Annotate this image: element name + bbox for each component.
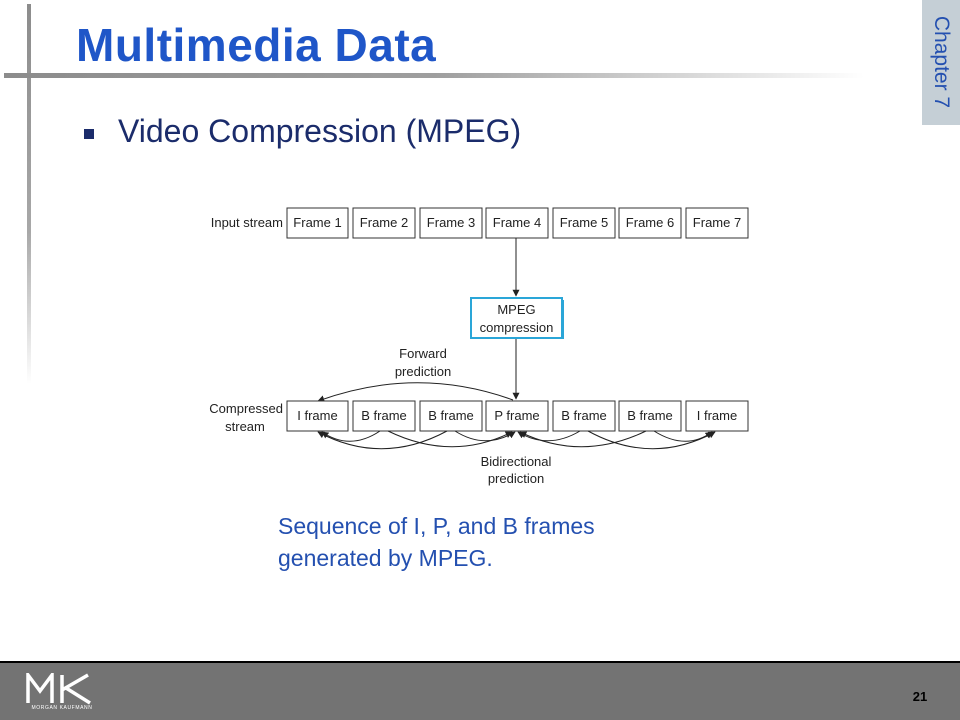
- output-frame-label: P frame: [494, 408, 539, 423]
- compressed-stream-label-line2: stream: [225, 419, 265, 434]
- page-title: Multimedia Data: [76, 19, 437, 71]
- output-frame-label: I frame: [697, 408, 737, 423]
- input-frame-5: Frame 5: [552, 207, 616, 239]
- output-b-frame-1: B frame: [352, 400, 416, 432]
- output-b-frame-3: B frame: [552, 400, 616, 432]
- output-i-frame-2: I frame: [685, 400, 749, 432]
- input-stream-label: Input stream: [211, 215, 283, 230]
- forward-prediction-label-line2: prediction: [395, 364, 451, 379]
- input-frame-3: Frame 3: [419, 207, 483, 239]
- morgan-kaufmann-logo-icon: [26, 673, 91, 705]
- input-frame-label: Frame 1: [293, 215, 341, 230]
- input-frame-2: Frame 2: [352, 207, 416, 239]
- output-frame-label: B frame: [561, 408, 607, 423]
- output-frame-label: B frame: [361, 408, 407, 423]
- output-frame-label: B frame: [428, 408, 474, 423]
- input-frame-row: Frame 1 Frame 2 Frame 3 Frame 4 Frame 5 …: [286, 207, 749, 239]
- logo-wordmark: MORGAN KAUFMANN: [31, 705, 93, 711]
- compression-label-line1: MPEG: [497, 302, 535, 317]
- forward-prediction-arrow: [317, 382, 514, 403]
- output-p-frame: P frame: [485, 400, 549, 432]
- output-frame-row: I frame B frame B frame P frame B frame …: [286, 400, 749, 432]
- bidirectional-prediction-arrows: [317, 430, 716, 450]
- bullet-text: Video Compression (MPEG): [118, 113, 522, 149]
- footer-bar: [0, 661, 960, 720]
- left-accent-bar: [27, 4, 31, 384]
- bidirectional-prediction-label-line1: Bidirectional: [481, 454, 552, 469]
- output-i-frame-1: I frame: [286, 400, 349, 432]
- page-number: 21: [912, 689, 928, 704]
- input-frame-label: Frame 3: [427, 215, 475, 230]
- bullet-square-icon: [84, 129, 94, 139]
- compressed-stream-label-line1: Compressed: [209, 401, 283, 416]
- chapter-tab: [922, 0, 960, 125]
- compression-label-line2: compression: [480, 320, 554, 335]
- input-frame-4: Frame 4: [485, 207, 549, 239]
- mpeg-compression-box: MPEG compression: [470, 297, 564, 339]
- input-frame-label: Frame 7: [693, 215, 741, 230]
- output-frame-label: I frame: [297, 408, 337, 423]
- bidirectional-prediction-label-line2: prediction: [488, 471, 544, 486]
- input-frame-1: Frame 1: [286, 207, 349, 239]
- forward-prediction-label-line1: Forward: [399, 346, 447, 361]
- output-b-frame-2: B frame: [419, 400, 483, 432]
- output-frame-label: B frame: [627, 408, 673, 423]
- input-frame-label: Frame 2: [360, 215, 408, 230]
- output-b-frame-4: B frame: [618, 400, 682, 432]
- input-frame-label: Frame 6: [626, 215, 674, 230]
- input-frame-label: Frame 4: [493, 215, 541, 230]
- input-frame-label: Frame 5: [560, 215, 608, 230]
- figure-caption: Sequence of I, P, and B frames generated…: [278, 513, 595, 571]
- input-frame-6: Frame 6: [618, 207, 682, 239]
- input-frame-7: Frame 7: [685, 207, 749, 239]
- title-underline-bar: [4, 73, 864, 78]
